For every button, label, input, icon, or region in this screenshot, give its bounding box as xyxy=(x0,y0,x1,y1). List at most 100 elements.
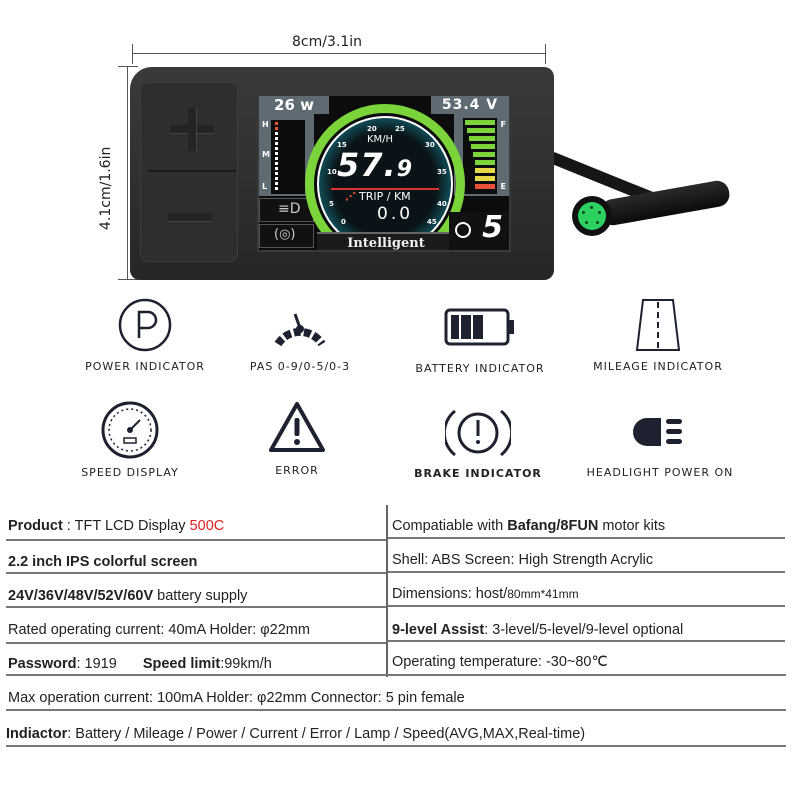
gauge-tick: 5 xyxy=(329,200,334,208)
spec-value: :99km/h xyxy=(220,656,272,672)
power-scale-mid: M xyxy=(262,150,270,159)
assist-icon xyxy=(455,222,471,238)
battery-segment xyxy=(475,160,495,165)
battery-icon xyxy=(444,308,514,346)
trip-label-row: ⋰TRIP / KM xyxy=(345,190,411,203)
icon-cell-headlight: HEADLIGHT POWER ON xyxy=(560,412,760,479)
height-dimension-line xyxy=(127,66,128,279)
spec-value: Compatiable with xyxy=(392,518,508,534)
brake-warning-icon xyxy=(442,409,514,457)
spec-key: Speed limit xyxy=(142,656,221,672)
spec-value: : TFT LCD Display xyxy=(62,518,190,534)
width-dimension-tick-right xyxy=(545,44,546,64)
icon-cell-power-indicator: POWER INDICATOR xyxy=(45,298,245,373)
row-divider xyxy=(6,709,786,711)
pas-gauge-icon xyxy=(274,313,326,347)
battery-segment xyxy=(467,128,495,133)
spec-key: Indiactor xyxy=(6,726,68,742)
connector-pin xyxy=(585,221,588,224)
gauge-tick: 25 xyxy=(395,125,405,133)
gauge-tick: 30 xyxy=(425,141,435,149)
trip-icon: ⋰ xyxy=(345,190,356,203)
power-bar-peak xyxy=(275,122,278,130)
width-dimension-label: 8cm/3.1in xyxy=(292,34,362,50)
height-dimension-label: 4.1cm/1.6in xyxy=(98,146,114,230)
icon-cell-pas: PAS 0-9/0-5/0-3 xyxy=(200,298,400,373)
power-scale-high: H xyxy=(262,120,269,129)
connector-pin xyxy=(582,211,585,214)
spec-max-current: Max operation current: 100mA Holder: φ22… xyxy=(8,690,465,706)
spec-temperature: Operating temperature: -30~80℃ xyxy=(392,654,608,670)
spec-value: : 1919 xyxy=(76,656,117,672)
battery-segment xyxy=(469,136,495,141)
power-bar xyxy=(275,122,278,192)
gauge-tick: 20 xyxy=(367,125,377,133)
spec-compatibility: Compatiable with Bafang/8FUN motor kits xyxy=(392,518,665,534)
keypad-divider xyxy=(148,170,236,172)
gauge-tick: 15 xyxy=(337,141,347,149)
spec-dimensions: Dimensions: host/80mm*41mm xyxy=(392,586,579,602)
gauge-tick: 40 xyxy=(437,200,447,208)
row-divider xyxy=(388,640,785,642)
row-divider xyxy=(6,572,386,574)
battery-scale-empty: E xyxy=(500,182,506,191)
icon-label: BRAKE INDICATOR xyxy=(414,467,542,480)
spec-key: 2.2 inch IPS colorful screen xyxy=(8,554,198,570)
spec-value: motor kits xyxy=(598,518,666,534)
pas-level: 5 xyxy=(482,210,503,245)
spec-product: Product : TFT LCD Display 500C xyxy=(8,518,224,534)
power-bar-panel: H M L xyxy=(259,114,314,196)
width-dimension-line xyxy=(132,53,545,54)
row-divider xyxy=(6,606,386,608)
battery-segment xyxy=(475,168,495,173)
icon-cell-speed-display: SPEED DISPLAY xyxy=(30,400,230,479)
speed-gauge-ring xyxy=(305,104,465,250)
lcd-screen: H M L 26 w F E 53.4 V ≡D (◎) 0 5 10 15 2… xyxy=(257,94,511,252)
icon-label: ERROR xyxy=(275,464,319,477)
spec-indicator: Indiactor: Battery / Mileage / Power / C… xyxy=(6,726,585,742)
spec-value: Operating temperature: -30~80℃ xyxy=(392,654,608,670)
trip-value: 0.0 xyxy=(377,204,414,224)
brake-icon: (◎) xyxy=(274,227,296,242)
row-divider xyxy=(388,571,785,573)
power-scale-low: L xyxy=(262,182,268,191)
spec-value: Rated operating current: 40mA Holder: φ2… xyxy=(8,622,310,638)
speedometer-icon xyxy=(101,401,159,459)
spec-value: Shell: ABS Screen: High Strength Acrylic xyxy=(392,552,654,568)
gauge-tick: 45 xyxy=(427,218,437,226)
brake-status: (◎) xyxy=(259,224,314,248)
row-divider xyxy=(388,537,785,539)
width-dimension-tick-left xyxy=(132,44,133,64)
icon-label: PAS 0-9/0-5/0-3 xyxy=(249,360,351,373)
connector-face xyxy=(578,202,606,230)
battery-segment xyxy=(471,144,495,149)
height-dimension-tick-bottom xyxy=(118,279,138,280)
icon-cell-error: ERROR xyxy=(197,400,397,477)
battery-segment xyxy=(473,152,495,157)
headlight-status: ≡D xyxy=(259,198,314,222)
spec-key: Product xyxy=(8,518,63,534)
battery-segment xyxy=(475,184,495,189)
spec-assist: 9-level Assist: 3-level/5-level/9-level … xyxy=(392,622,683,638)
row-divider xyxy=(6,539,386,541)
road-icon xyxy=(635,299,681,351)
spec-key: 9-level Assist xyxy=(392,622,485,638)
speed-unit: KM/H xyxy=(367,134,394,145)
spec-battery: 24V/36V/48V/52V/60V battery supply xyxy=(8,588,247,604)
minus-button-icon[interactable] xyxy=(168,213,212,221)
speed-gauge-face xyxy=(317,116,453,250)
plus-button-icon[interactable] xyxy=(188,107,196,151)
headlight-icon: ≡D xyxy=(278,201,301,217)
headlight-icon xyxy=(633,418,682,446)
icon-label: MILEAGE INDICATOR xyxy=(593,360,723,373)
row-divider xyxy=(6,745,786,747)
speed-decimal: 9 xyxy=(396,157,413,182)
icon-label: SPEED DISPLAY xyxy=(81,466,179,479)
spec-value: : 3-level/5-level/9-level optional xyxy=(484,622,684,638)
gauge-tick: 0 xyxy=(341,218,346,226)
model-number: 500C xyxy=(189,518,225,534)
speed-divider xyxy=(331,188,439,190)
battery-scale-full: F xyxy=(500,120,506,129)
row-divider xyxy=(6,674,786,676)
